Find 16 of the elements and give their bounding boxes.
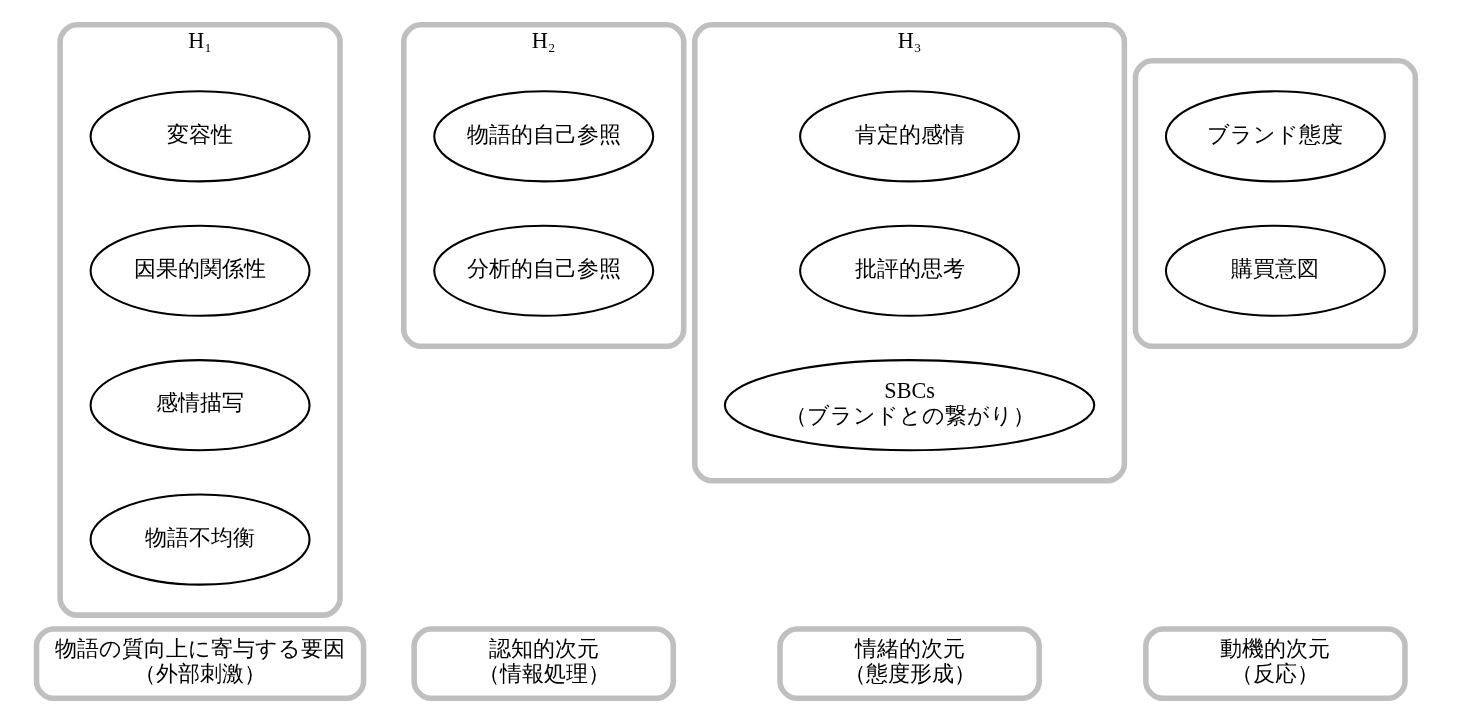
- node-ellipse: 購買意図: [1164, 224, 1386, 317]
- node-ellipse: 物語的自己参照: [433, 90, 655, 183]
- node-ellipse: 因果的関係性: [89, 224, 311, 317]
- cluster: [1132, 58, 1419, 350]
- node-ellipse: ブランド態度: [1164, 90, 1386, 183]
- node-ellipse: 肯定的感情: [799, 90, 1021, 183]
- node-box: 認知的次元 （情報処理）: [411, 626, 677, 702]
- node-ellipse: 分析的自己参照: [433, 224, 655, 317]
- node-box: 物語の質向上に寄与する要因 （外部刺激）: [33, 626, 367, 702]
- node-box: 動機的次元 （反応）: [1143, 626, 1408, 702]
- node-ellipse: 批評的思考: [799, 224, 1021, 317]
- node-ellipse: 変容性: [89, 90, 311, 183]
- node-box: 情緒的次元 （態度形成）: [777, 626, 1042, 702]
- node-ellipse: SBCs （ブランドとの繋がり）: [723, 359, 1096, 452]
- node-ellipse: 感情描写: [89, 359, 311, 452]
- node-ellipse: 物語不均衡: [89, 493, 311, 586]
